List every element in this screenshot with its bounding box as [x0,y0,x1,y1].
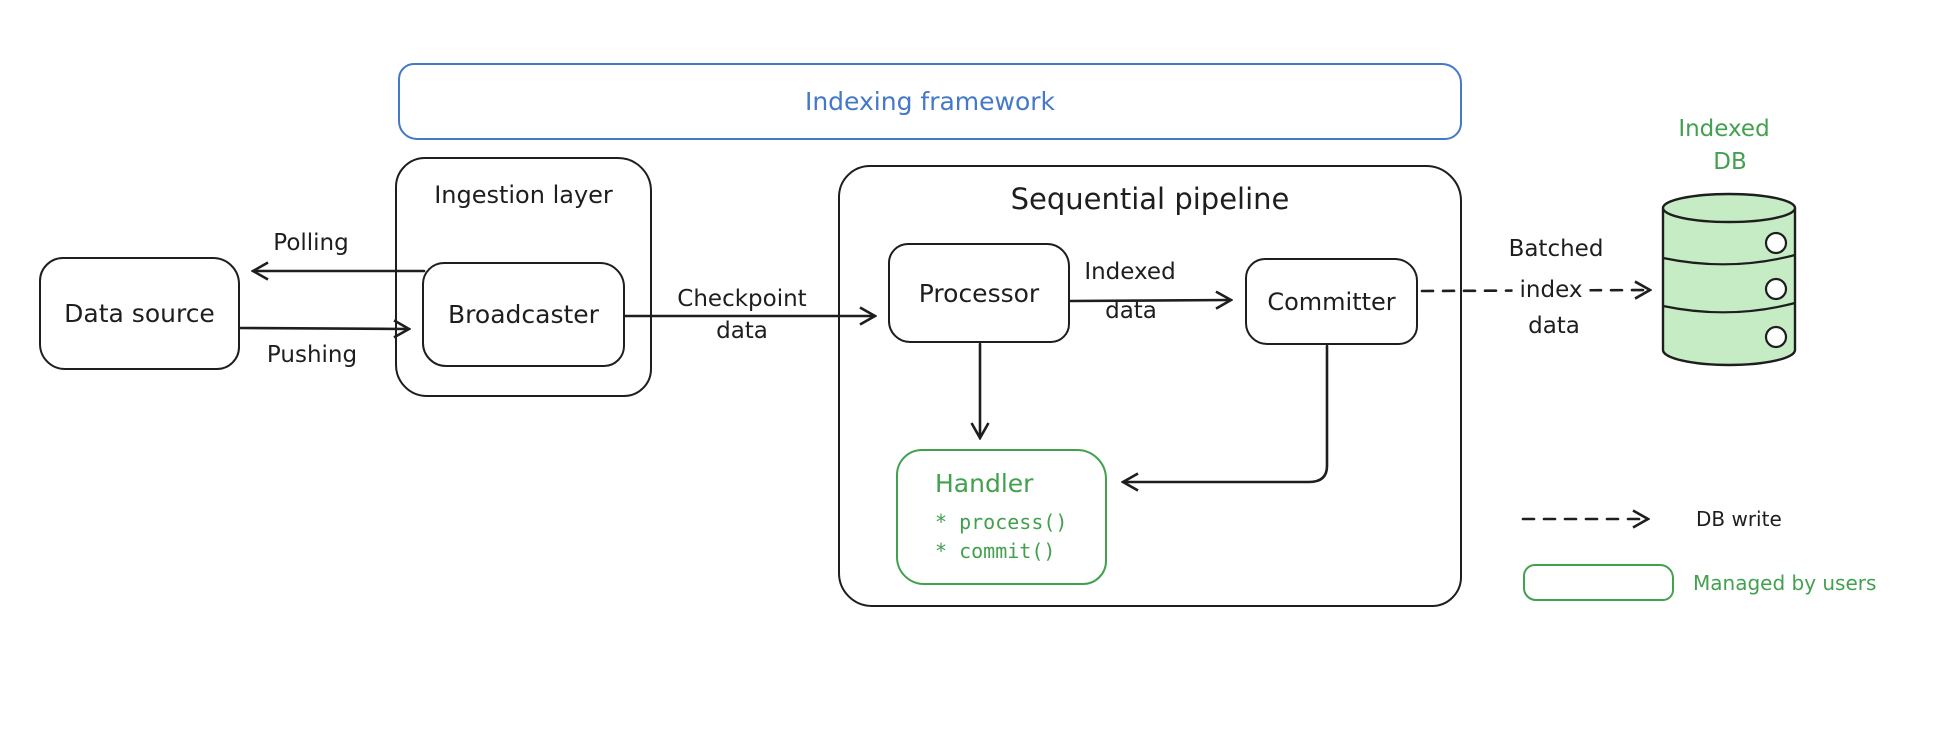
handler-method-commit: * commit() [935,539,1056,563]
indexed-data-label-line2: data [1105,298,1157,324]
processor-node: Processor [888,243,1070,343]
polling-label: Polling [273,230,349,256]
pushing-label: Pushing [266,342,358,368]
committer-node: Committer [1245,258,1418,345]
legend-managed-by-users-label: Managed by users [1693,571,1877,595]
legend-db-write-label: DB write [1696,507,1782,531]
ingestion-layer-label: Ingestion layer [434,181,613,209]
sequential-pipeline-group: Sequential pipeline [838,165,1462,607]
indexed-data-label-line1: Indexed [1084,259,1176,285]
broadcaster-node: Broadcaster [422,262,625,367]
pushing-arrow [238,328,408,329]
indexing-framework-frame: Indexing framework [398,63,1462,140]
indexing-framework-label: Indexing framework [804,87,1056,116]
handler-method-process: * process() [935,510,1068,534]
indexed-db-label-line1: Indexed [1678,116,1770,142]
green-box-icon [1523,564,1674,601]
checkpoint-label-line1: Checkpoint [677,286,807,312]
sequential-pipeline-label: Sequential pipeline [1010,182,1290,216]
handler-node: Handler * process() * commit() [896,449,1107,585]
broadcaster-label: Broadcaster [448,300,599,329]
committer-label: Committer [1267,287,1396,316]
checkpoint-label-line2: data [716,318,768,344]
processor-label: Processor [918,278,1040,308]
data-source-label: Data source [64,299,215,328]
batched-label-line3: data [1528,313,1580,339]
handler-label: Handler [935,469,1034,498]
batched-label-line1: Batched [1508,236,1604,262]
ingestion-layer-group: Ingestion layer [395,157,652,397]
batched-label-line2: index [1512,277,1590,303]
database-icon [1661,192,1797,367]
data-source-node: Data source [39,257,240,370]
indexed-db-label-line2: DB [1713,149,1747,175]
